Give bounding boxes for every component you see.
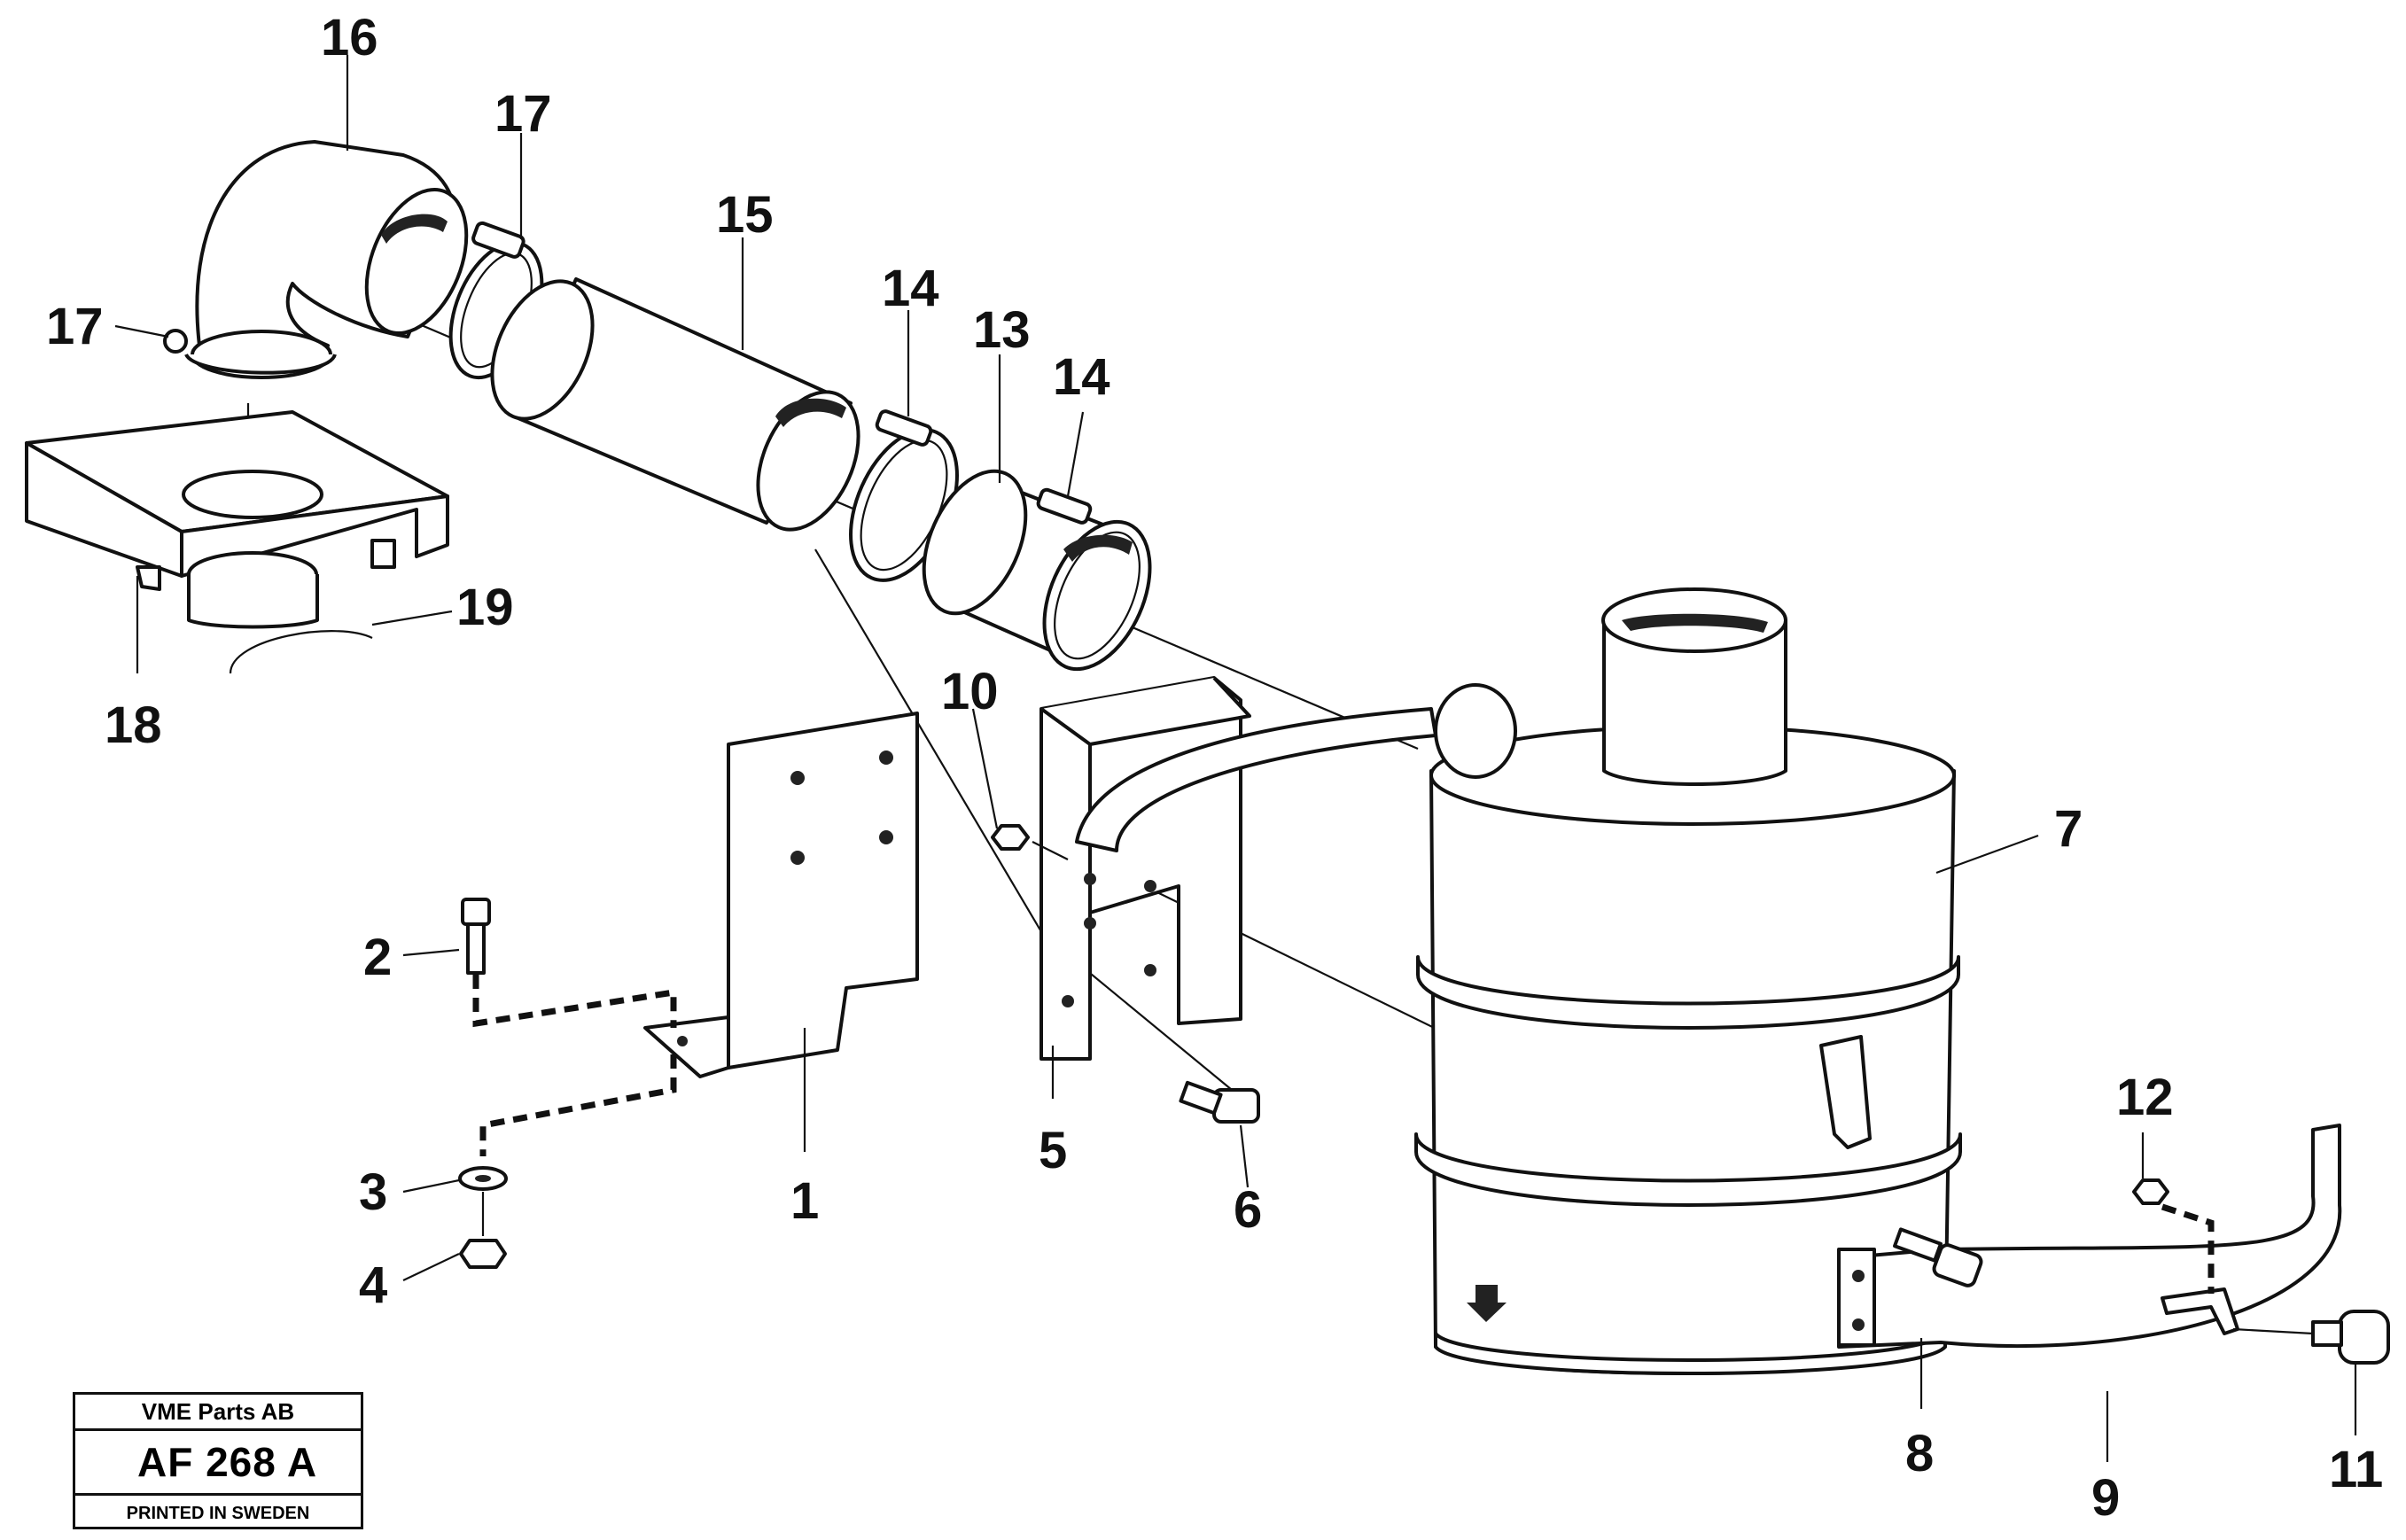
mounting-plate-part-18 [25,410,449,591]
pipe-stub-part-19 [187,551,373,674]
washer-part-3 [458,1166,508,1191]
bolt-dashed-path [472,975,677,1028]
label-12: 12 [2116,1069,2174,1126]
label-2: 2 [363,929,392,986]
label-17-top: 17 [494,85,552,143]
bolt-part-2 [461,898,491,975]
label-8: 8 [1905,1425,1934,1482]
drawing-stamp: VME Parts AB AF 268 A PRINTED IN SWEDEN [73,1392,363,1529]
strap-dashed-path [2161,1203,2215,1294]
label-9: 9 [2091,1469,2120,1527]
nut-part-10 [991,824,1069,860]
label-13: 13 [973,301,1031,359]
label-4: 4 [359,1256,387,1314]
nut-part-12 [2132,1178,2169,1205]
label-11: 11 [2329,1441,2383,1498]
angle-bracket-part-1 [643,712,919,1078]
nut-part-4 [459,1192,507,1269]
sleeve-part-13 [922,469,1152,672]
filter-strap-part-8 [1837,1124,2342,1349]
label-14-right: 14 [1053,348,1110,406]
knob-part-11 [2232,1310,2390,1365]
label-3: 3 [359,1163,387,1221]
label-18: 18 [105,696,162,754]
stamp-company: VME Parts AB [75,1395,361,1431]
label-17-left: 17 [46,298,104,355]
stamp-drawing-code: AF 268 A [75,1431,361,1496]
callout-leaders [114,55,2357,1462]
label-5: 5 [1039,1122,1067,1179]
label-19: 19 [456,579,514,636]
callout-numbers: 16 17 17 15 14 13 14 19 18 10 7 2 12 5 1… [46,9,2383,1527]
washer-dashed-path [479,1054,677,1156]
label-15: 15 [716,186,774,244]
u-bracket-part-5 [1039,676,1437,1061]
label-16: 16 [321,9,378,66]
label-7: 7 [2054,800,2083,858]
label-10: 10 [941,663,999,720]
label-14-left: 14 [882,260,939,317]
hose-clamp-part-14-right [1036,487,1093,525]
label-6: 6 [1234,1181,1262,1239]
straight-tube-part-15 [490,277,860,532]
elbow-pipe-part-16 [163,140,469,379]
label-1: 1 [790,1172,819,1230]
bolt-part-6 [1179,1080,1260,1124]
stamp-printed-note: PRINTED IN SWEDEN [126,1504,310,1523]
bolt-part-9 [1893,1227,1983,1287]
